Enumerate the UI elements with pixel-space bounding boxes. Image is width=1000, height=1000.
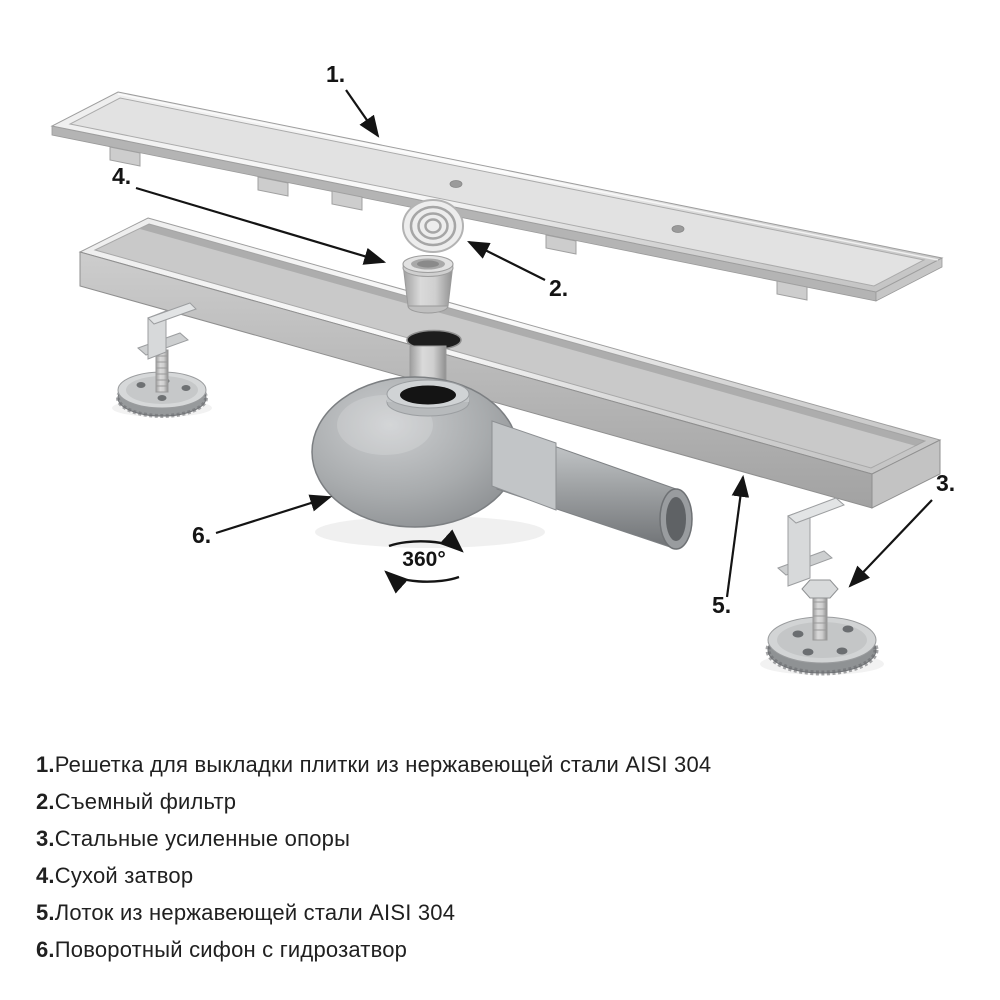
rotation-arc-top (388, 529, 464, 553)
callout-label-1: 1. (326, 61, 345, 87)
bracket-lip (787, 497, 845, 524)
legend-text: Сухой затвор (54, 863, 194, 888)
stem-threads (156, 355, 168, 387)
legend-number: 3. (36, 826, 55, 851)
legend-item-2: 2.Съемный фильтр (36, 783, 711, 820)
callout-label-6: 6. (192, 522, 211, 548)
legend-number: 6. (36, 937, 55, 962)
arrow-2 (467, 241, 546, 281)
legend: 1.Решетка для выкладки плитки из нержаве… (36, 746, 711, 968)
filter-ring (409, 205, 457, 247)
channel-end-face (871, 439, 941, 509)
legend-item-5: 5.Лоток из нержавеющей стали AISI 304 (36, 894, 711, 931)
arrow-1 (345, 89, 380, 138)
legend-item-1: 1.Решетка для выкладки плитки из нержаве… (36, 746, 711, 783)
legend-item-6: 6.Поворотный сифон с гидрозатвор (36, 931, 711, 968)
grate-hole (671, 225, 685, 233)
siphon-inlet-hole (400, 385, 456, 405)
rotation-360-label: 360° (402, 548, 445, 571)
legend-text: Стальные усиленные опоры (54, 826, 351, 851)
arrow-6 (215, 494, 333, 535)
callout-label-3: 3. (936, 470, 955, 496)
legend-text: Съемный фильтр (54, 789, 237, 814)
grate-highlight (117, 93, 939, 261)
legend-text: Поворотный сифон с гидрозатвор (54, 937, 408, 962)
grate-tile-tray (68, 97, 926, 287)
bracket-lip (147, 302, 197, 325)
siphon-pipe-sleeve (491, 420, 557, 511)
adjust-nut (801, 579, 839, 599)
legend-number: 4. (36, 863, 55, 888)
legend-item-3: 3.Стальные усиленные опоры (36, 820, 711, 857)
filter-item-2 (402, 199, 464, 253)
support-left-item-3 (112, 302, 212, 418)
support-right-item-3 (760, 497, 884, 676)
filter-ring (417, 212, 449, 240)
stem-threads (813, 601, 827, 631)
callout-label-5: 5. (712, 592, 731, 618)
legend-number: 5. (36, 900, 55, 925)
foot-screw-holes (792, 625, 854, 656)
rotation-indicator: 360° (384, 529, 464, 594)
rotation-arc-bottom (384, 570, 460, 594)
grate-mount-tabs (109, 146, 808, 301)
foot-knurl (116, 378, 208, 418)
arrow-5 (725, 474, 750, 598)
arrow-3 (848, 499, 933, 588)
arrow-4 (135, 186, 387, 265)
foot-threaded-stem (812, 595, 828, 641)
callout-labels: 1. 2. 3. 4. 5. 6. (112, 61, 955, 618)
legend-text: Решетка для выкладки плитки из нержавеющ… (54, 752, 712, 777)
exploded-diagram: 360° 1. 2. 3. 4. 5. 6. (50, 61, 955, 676)
siphon-shadow (315, 516, 545, 548)
siphon-item-6 (311, 345, 693, 550)
filter-ring (424, 218, 442, 234)
channel-item-5 (78, 217, 942, 509)
trap-opening-hole (417, 260, 439, 268)
legend-number: 2. (36, 789, 55, 814)
grate-hole (449, 180, 463, 188)
callout-label-4: 4. (112, 163, 131, 189)
legend-text: Лоток из нержавеющей стали AISI 304 (54, 900, 456, 925)
legend-number: 1. (36, 752, 55, 777)
callout-label-2: 2. (549, 275, 568, 301)
dry-trap-item-4 (402, 255, 454, 314)
legend-item-4: 4.Сухой затвор (36, 857, 711, 894)
grate-item-1 (50, 91, 944, 302)
channel-cavity-shadow (140, 224, 925, 446)
callout-arrows (135, 89, 933, 598)
siphon-pipe-opening (666, 497, 686, 541)
